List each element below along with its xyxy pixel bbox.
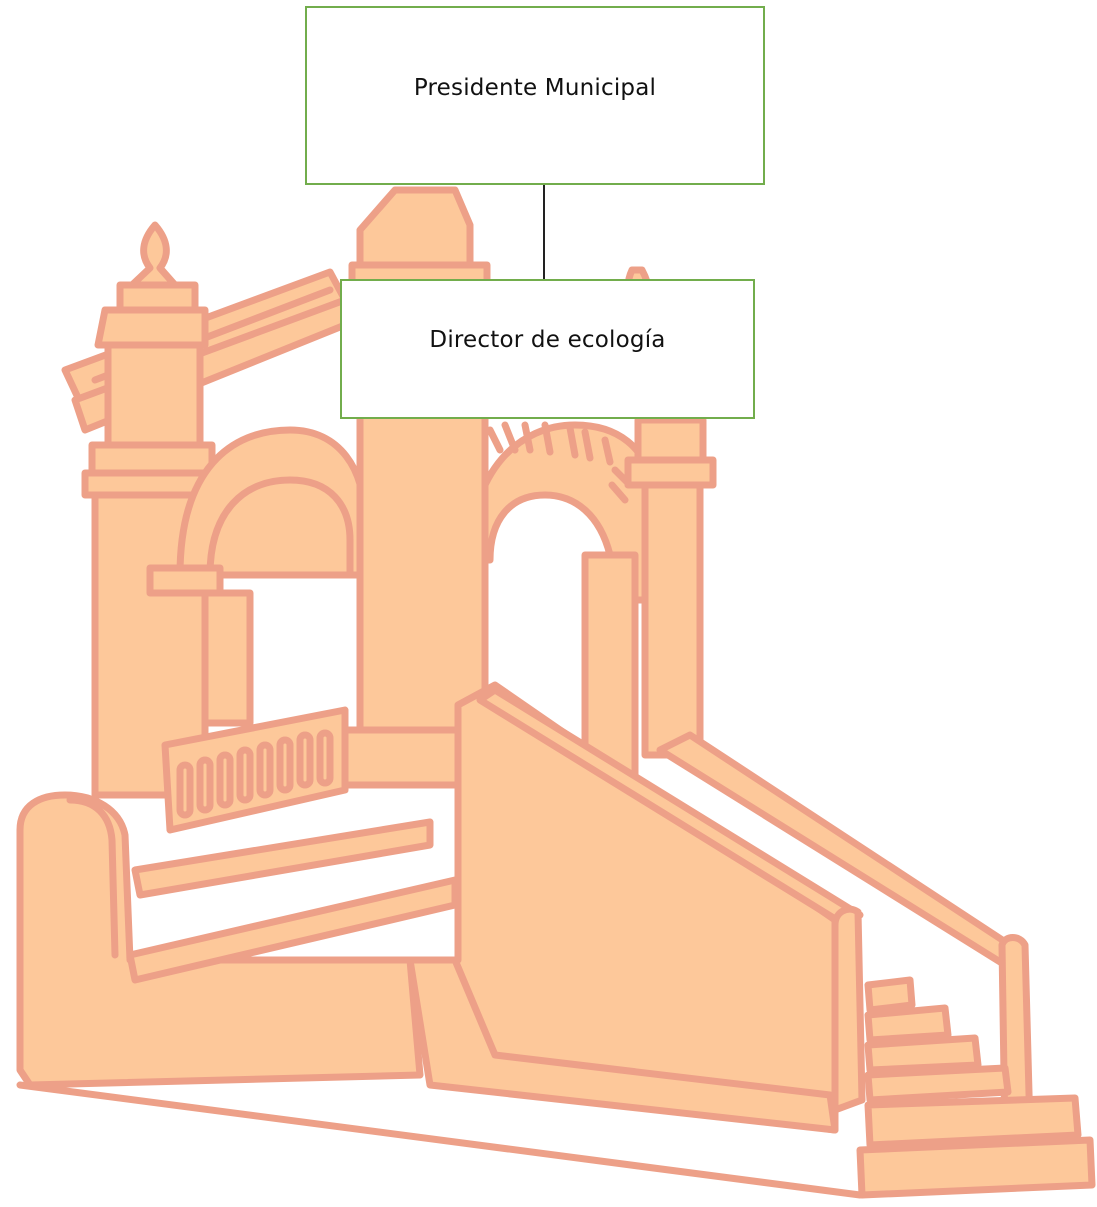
org-connector-line <box>543 185 545 279</box>
org-box-presidente-municipal: Presidente Municipal <box>305 6 765 185</box>
org-box-title: Director de ecología <box>429 327 666 353</box>
org-box-title: Presidente Municipal <box>413 75 657 101</box>
org-box-director-ecologia: Director de ecología <box>340 279 755 419</box>
